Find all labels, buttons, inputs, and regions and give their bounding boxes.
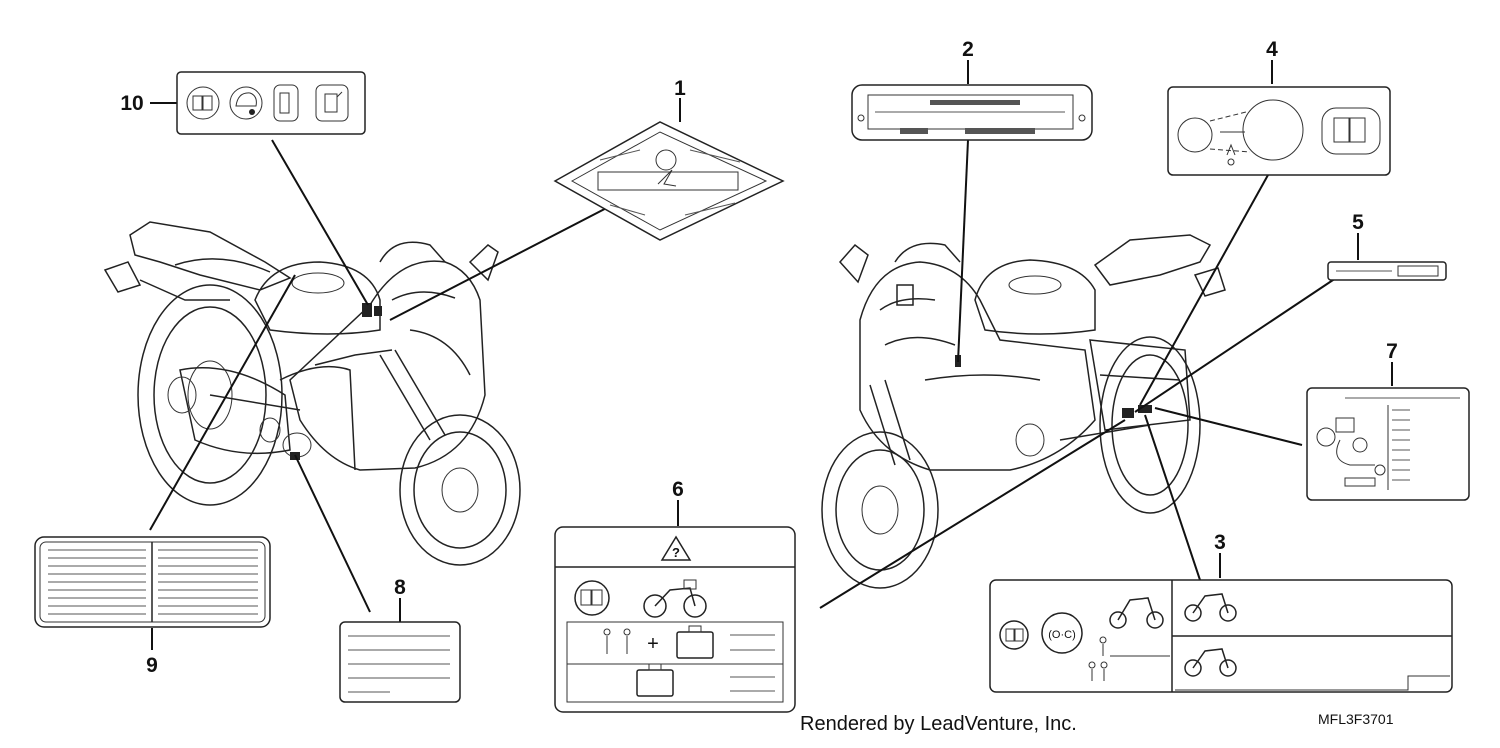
callout-5: 5	[1352, 211, 1364, 234]
label-8-panel	[339, 621, 461, 703]
callout-6: 6	[672, 478, 684, 501]
motorcycle-right-view	[821, 234, 1226, 589]
manual-book-icon	[574, 580, 610, 616]
label-2-plate	[851, 84, 1093, 141]
motorcycle-left-view	[103, 221, 521, 566]
callout-1: 1	[674, 77, 686, 100]
label-6-panel: ? +	[554, 526, 796, 713]
callout-3: 3	[1214, 531, 1226, 554]
label-5-strip	[1327, 261, 1447, 281]
fuel-can-icon	[315, 84, 349, 122]
label-9-panel	[34, 536, 271, 628]
svg-text:?: ?	[672, 545, 680, 560]
adjuster-icon	[1177, 99, 1304, 166]
warning-triangle-icon: ?	[660, 535, 692, 561]
motorcycle-icon	[1184, 593, 1237, 677]
rider-passenger-icon: +	[603, 628, 659, 655]
tire-pressure-icon: (O·C)	[1041, 612, 1083, 654]
callout-9: 9	[146, 654, 158, 677]
callout-4: 4	[1266, 38, 1278, 61]
motorcycle-icon	[643, 579, 707, 618]
helmet-icon	[229, 86, 263, 120]
callout-10: 10	[120, 92, 143, 115]
label-7-chart	[1306, 387, 1470, 501]
leader-lines	[149, 60, 1393, 650]
svg-text:+: +	[647, 633, 659, 655]
fuel-pump-icon	[273, 84, 299, 122]
callout-numbers: 1 2 3 4 5 6 7 8 9 10	[120, 38, 1398, 677]
rider-icon	[1088, 636, 1170, 681]
callout-2: 2	[962, 38, 974, 61]
label-3-panel: (O·C)	[989, 579, 1453, 693]
manual-book-icon	[1321, 107, 1381, 155]
manual-book-icon	[186, 86, 220, 120]
luggage-icon	[636, 625, 714, 697]
svg-text:(O·C): (O·C)	[1048, 629, 1076, 641]
diagram-code: MFL3F3701	[1318, 711, 1394, 727]
callout-7: 7	[1386, 340, 1398, 363]
label-10-icons	[176, 71, 366, 135]
manual-book-icon	[999, 620, 1029, 650]
label-1-diamond	[553, 121, 785, 241]
footer-credit: Rendered by LeadVenture, Inc.	[800, 713, 1077, 735]
label-4-adjuster	[1167, 86, 1391, 176]
motorcycle-icon	[1109, 597, 1164, 629]
callout-8: 8	[394, 576, 406, 599]
